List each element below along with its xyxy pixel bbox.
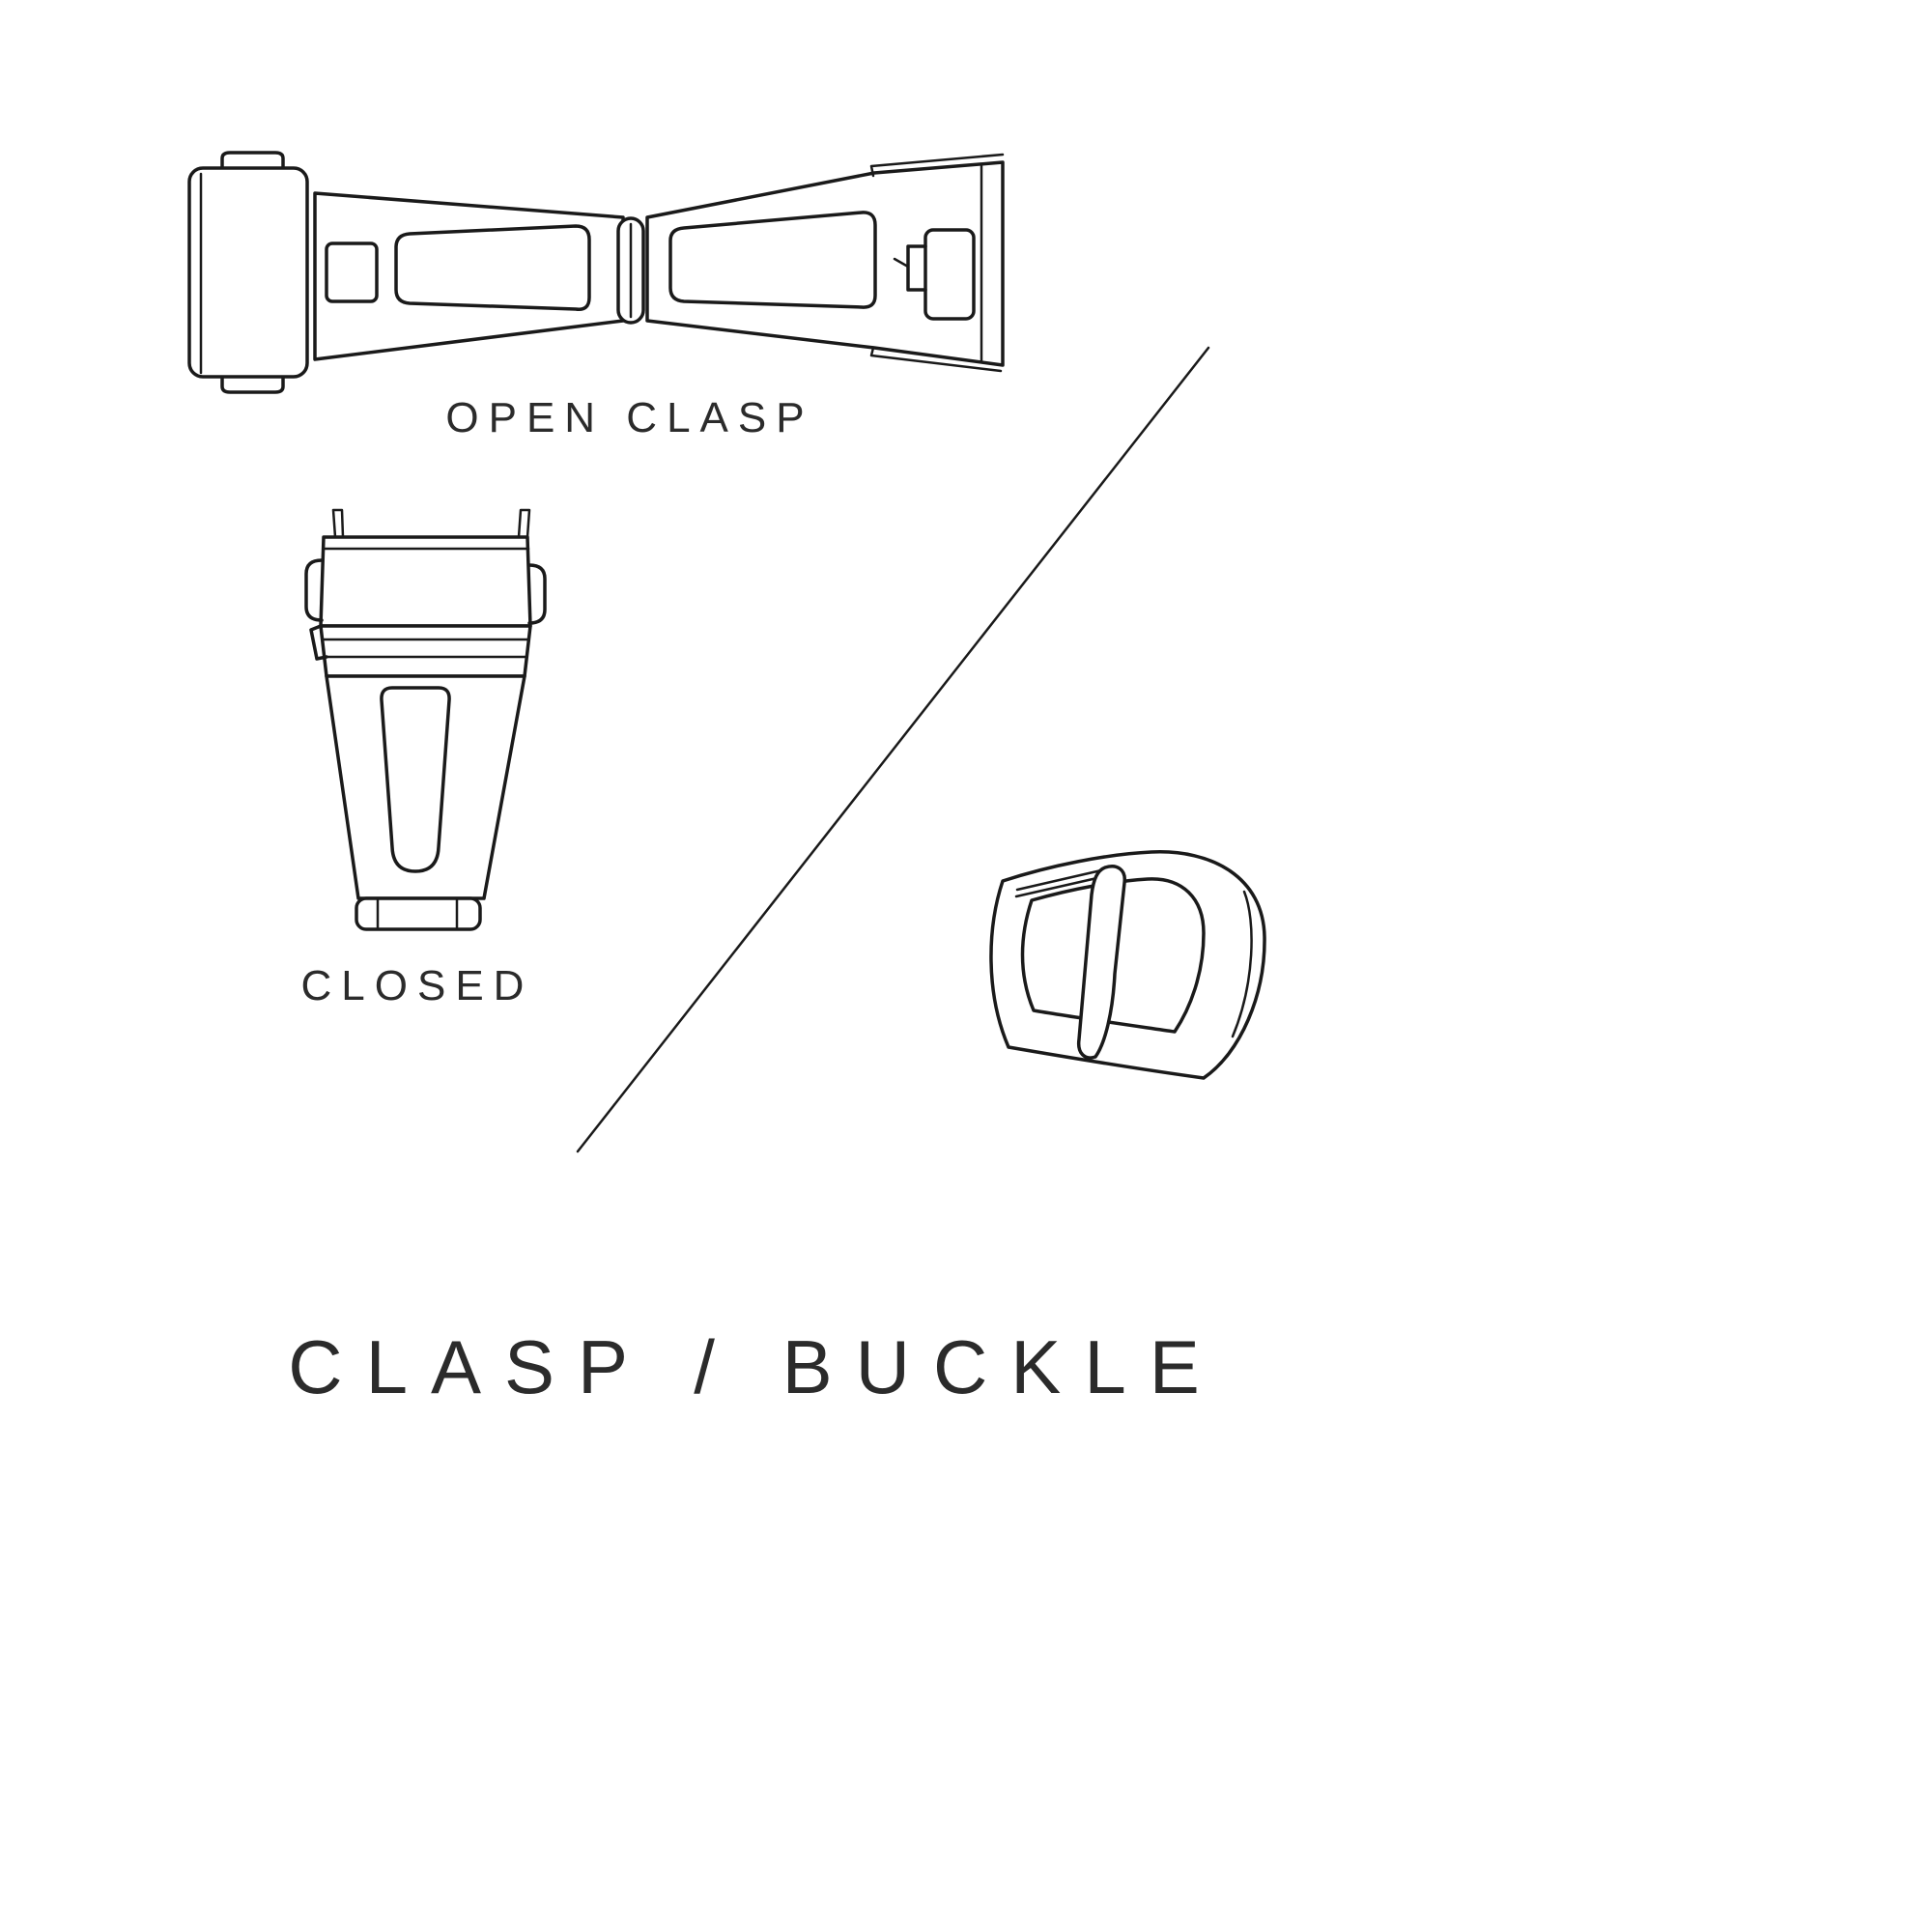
- buckle-tongue: [1076, 865, 1126, 1060]
- open-clasp-drawing: [187, 151, 1005, 394]
- clasp-left-arm: [313, 191, 625, 361]
- divider-line: [576, 346, 1210, 1153]
- closed-clasp-foot: [355, 896, 482, 931]
- closed-clasp-drawing: [304, 508, 547, 931]
- clasp-right-arm: [645, 153, 1005, 373]
- closed-clasp-prongs: [331, 508, 531, 539]
- buckle-frame: [989, 850, 1266, 1080]
- closed-clasp-top-box: [304, 535, 547, 628]
- closed-clasp-illustration: [295, 504, 548, 937]
- tang-buckle-drawing: [989, 850, 1266, 1080]
- clasp-hinge: [616, 216, 645, 325]
- open-clasp-illustration: [174, 143, 1016, 396]
- closed-clasp-label: CLOSED: [300, 962, 534, 1009]
- closed-clasp-body: [325, 674, 526, 900]
- closed-clasp-band: [309, 624, 532, 678]
- diagram-title: CLASP / BUCKLE: [288, 1324, 1223, 1409]
- clasp-end-cap: [187, 151, 309, 394]
- open-clasp-label: OPEN CLASP: [445, 394, 814, 441]
- tang-buckle-illustration: [958, 838, 1291, 1113]
